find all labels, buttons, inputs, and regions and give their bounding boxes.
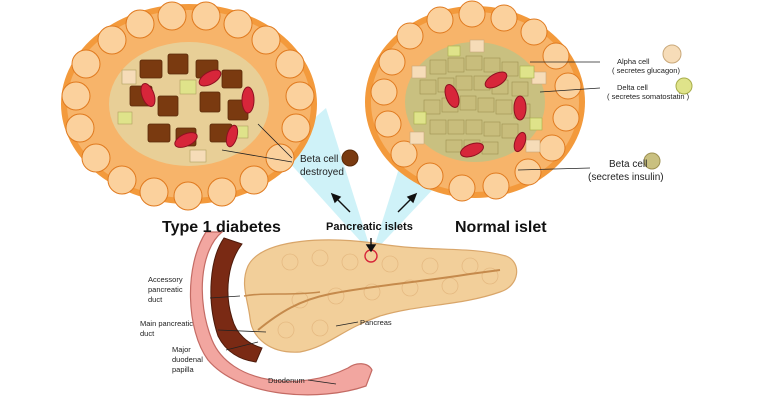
pancreas-label: Pancreas [360,318,392,327]
pancreas-body [245,240,517,352]
duodenum-label: Duodenum [268,376,305,385]
papilla-label-2: duodenal [172,355,203,364]
main-duct-label-2: duct [140,329,155,338]
alpha-cell-desc: ( secretes glucagon) [612,66,680,75]
delta-cell-label: Delta cell [617,83,648,92]
destroyed-beta-label: Beta cell [300,154,338,165]
delta-cell-desc: ( secretes somatostatin ) [607,92,690,101]
normal-islet [365,1,585,201]
papilla-label-1: Major [172,345,191,354]
destroyed-beta-desc: destroyed [300,167,344,178]
alpha-cell-label: Alpha cell [617,57,650,66]
normal-islet-title: Normal islet [455,219,547,236]
accessory-duct-label-2: pancreatic [148,285,183,294]
accessory-duct-label-3: duct [148,295,163,304]
papilla-label-3: papilla [172,365,195,374]
alpha-cell-swatch [663,45,681,63]
beta-cell-desc: (secretes insulin) [588,172,664,183]
type1-islet [61,2,317,210]
destroyed-beta-cell-swatch [342,150,358,166]
beta-cell-label: Beta cell [609,159,647,170]
pancreatic-islets-label: Pancreatic islets [326,221,413,233]
type1-diabetes-title: Type 1 diabetes [162,219,281,236]
main-duct-label-1: Main pancreatic [140,319,193,328]
accessory-duct-label-1: Accessory [148,275,183,284]
